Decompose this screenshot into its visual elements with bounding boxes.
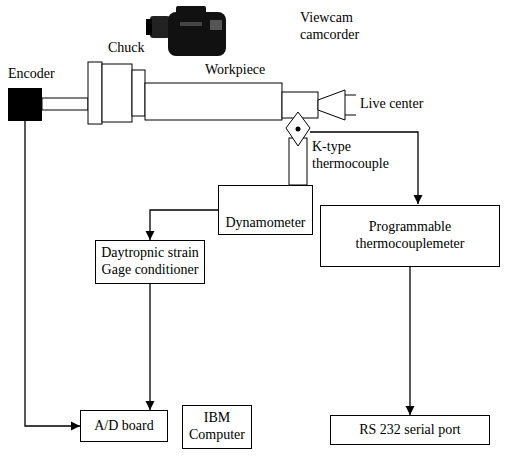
signal-arrow bbox=[25, 121, 80, 426]
shaft bbox=[42, 98, 88, 110]
node-text: IBM Computer bbox=[188, 410, 246, 444]
meter-box: Programmable thermocouplemeter bbox=[320, 205, 500, 267]
node-text: Dynamometer bbox=[224, 215, 307, 232]
signal-arrow bbox=[150, 210, 218, 240]
part-label: Live center bbox=[360, 96, 423, 113]
node-text: A/D board bbox=[86, 418, 162, 435]
live-center bbox=[318, 90, 356, 120]
part-label: K-type thermocouple bbox=[312, 139, 407, 173]
encoder-block: Encoder bbox=[8, 88, 42, 121]
part-label: Chuck bbox=[108, 40, 145, 57]
conditioner-box: Daytropnic strain Gage conditioner bbox=[95, 240, 205, 284]
part-label: Workpiece bbox=[205, 62, 265, 79]
signal-arrow bbox=[149, 284, 150, 410]
thermocouple-wire bbox=[310, 132, 418, 204]
signal-arrow bbox=[409, 267, 410, 415]
node-text: Programmable thermocouplemeter bbox=[326, 219, 494, 253]
chuck bbox=[88, 62, 145, 124]
computer-box: IBM Computer bbox=[182, 405, 252, 449]
camcorder-icon bbox=[146, 6, 226, 56]
node-text: Daytropnic strain Gage conditioner bbox=[101, 245, 199, 279]
workpiece bbox=[145, 83, 318, 120]
dynamometer-box: Dynamometer bbox=[218, 185, 313, 235]
port-box: RS 232 serial port bbox=[330, 415, 490, 445]
node-text: RS 232 serial port bbox=[336, 422, 484, 439]
cutting-tool bbox=[286, 112, 310, 185]
part-label: Viewcam camcorder bbox=[300, 10, 380, 44]
node-text: Encoder bbox=[8, 66, 55, 82]
board-box: A/D board bbox=[80, 410, 168, 442]
